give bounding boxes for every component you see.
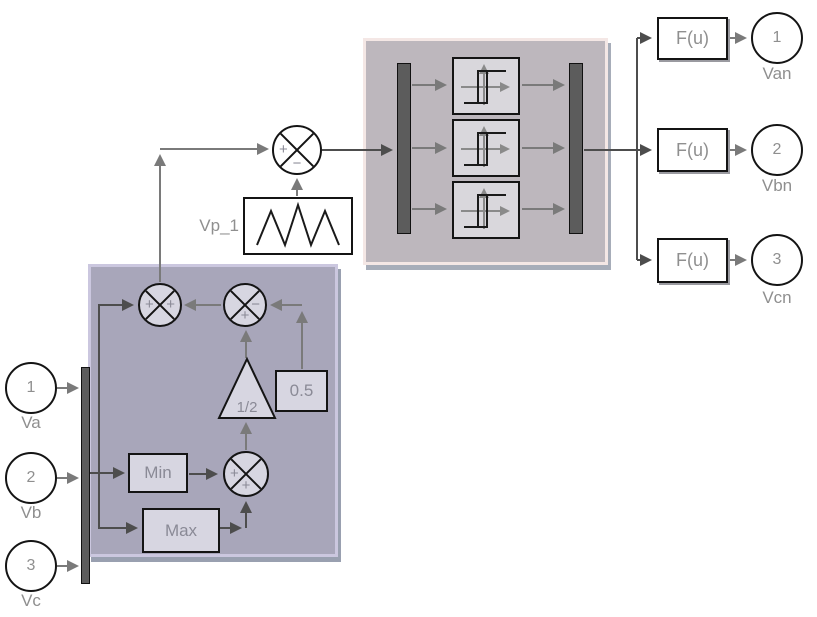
- input-port-number: 1: [26, 379, 36, 396]
- fcn-block-1[interactable]: F(u): [657, 17, 728, 60]
- hysteresis-relay-icon: [461, 126, 510, 167]
- output-port-van[interactable]: 1: [751, 12, 803, 64]
- dark-wires: [89, 32, 652, 534]
- sum-sign: +: [279, 141, 288, 159]
- output-port-number: 1: [772, 29, 782, 46]
- fcn-label: F(u): [676, 250, 709, 270]
- sum-sign: +: [145, 296, 154, 314]
- output-port-vcn[interactable]: 3: [751, 234, 803, 286]
- sum-block-offset[interactable]: − +: [223, 283, 267, 327]
- sum-sign: +: [241, 477, 251, 494]
- constant-05-block[interactable]: 0.5: [275, 370, 328, 412]
- gain-half-block[interactable]: 1/2: [217, 356, 277, 420]
- output-port-number: 2: [772, 141, 782, 158]
- gain-label: 1/2: [236, 399, 258, 416]
- hysteresis-relay-icon: [461, 64, 510, 105]
- input-port-vc[interactable]: 3: [5, 540, 57, 592]
- input-mux-bar[interactable]: [81, 367, 90, 584]
- min-block-label: Min: [144, 463, 172, 482]
- sum-sign: +: [230, 465, 239, 483]
- sum-block-injection[interactable]: + +: [138, 283, 182, 327]
- input-label-vb: Vb: [20, 503, 42, 522]
- output-label-vcn: Vcn: [762, 288, 792, 307]
- fcn-block-3[interactable]: F(u): [657, 238, 728, 283]
- min-block[interactable]: Min: [128, 453, 188, 493]
- sum-block-minmax[interactable]: + +: [223, 451, 269, 497]
- fcn-label: F(u): [676, 139, 709, 160]
- triangle-wave-icon: [256, 201, 340, 248]
- gray-wires: [57, 32, 747, 572]
- output-port-vbn[interactable]: 2: [751, 124, 803, 176]
- input-port-number: 2: [26, 469, 36, 486]
- sum-x-icon: [279, 132, 315, 168]
- sum-x-icon: [145, 290, 175, 320]
- input-label-va: Va: [21, 413, 41, 432]
- output-label-van: Van: [762, 64, 792, 83]
- sum-sign: +: [240, 307, 250, 324]
- output-port-number: 3: [772, 251, 782, 268]
- fcn-label: F(u): [676, 28, 709, 48]
- hysteresis-relay-icon: [461, 188, 510, 229]
- triangle-source-label: Vp_1: [199, 216, 239, 235]
- relay-block-2[interactable]: [452, 119, 520, 177]
- output-label-vbn: Vbn: [761, 176, 793, 195]
- sum-x-icon: [230, 458, 262, 490]
- input-port-vb[interactable]: 2: [5, 452, 57, 504]
- sum-sign: −: [251, 296, 260, 314]
- fcn-block-2[interactable]: F(u): [657, 128, 728, 172]
- gain-triangle-icon: [217, 356, 277, 419]
- input-port-number: 3: [26, 557, 36, 574]
- output-mux-bar[interactable]: [569, 63, 583, 234]
- input-port-va[interactable]: 1: [5, 362, 57, 414]
- relay-block-3[interactable]: [452, 181, 520, 239]
- sum-sign: +: [166, 296, 175, 314]
- relay-block-1[interactable]: [452, 57, 520, 115]
- input-label-vc: Vc: [21, 591, 41, 610]
- sum-x-icon: [230, 290, 260, 320]
- sum-block-compare[interactable]: + −: [272, 125, 322, 175]
- max-block-label: Max: [164, 520, 198, 540]
- max-block[interactable]: Max: [142, 508, 220, 553]
- demux-bar[interactable]: [397, 63, 411, 234]
- constant-label: 0.5: [289, 381, 314, 400]
- triangle-wave-source-block[interactable]: [243, 197, 353, 255]
- sum-sign: −: [292, 155, 302, 172]
